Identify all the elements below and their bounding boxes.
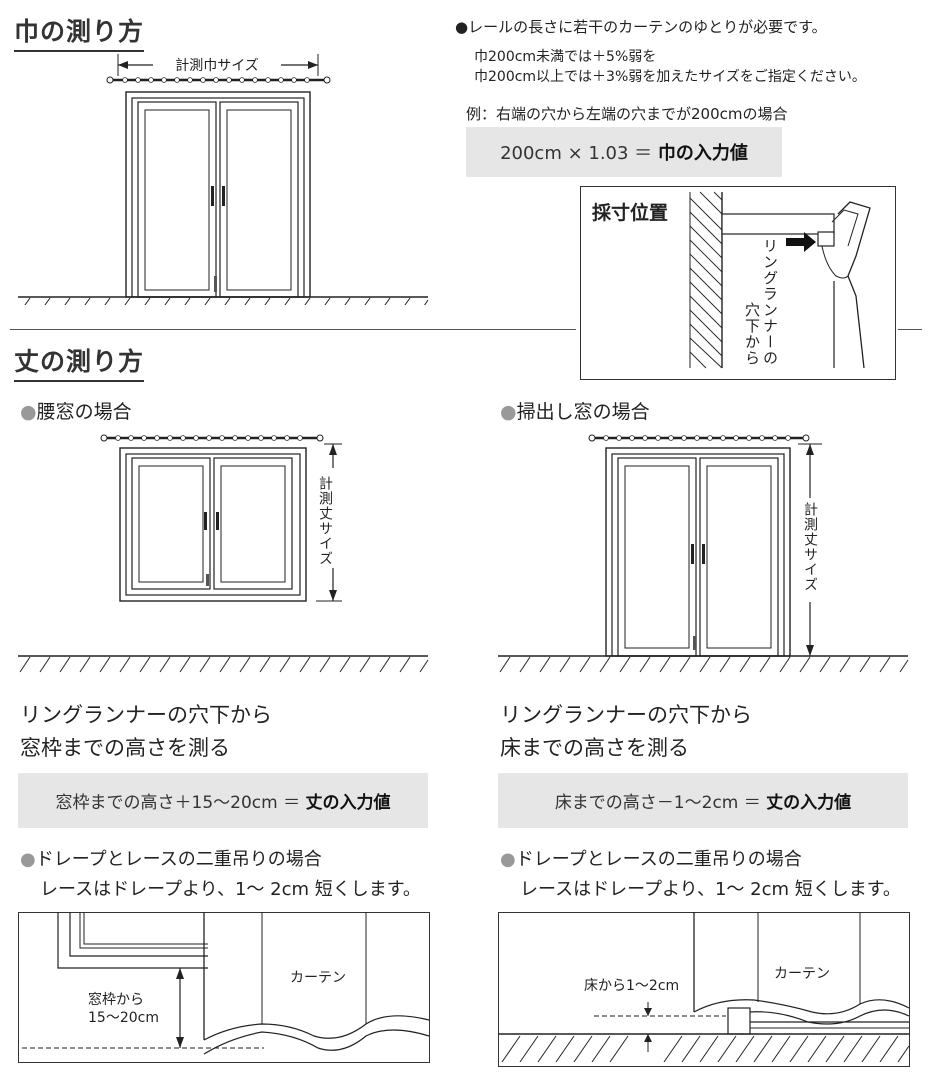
- left-measure-label: 計測丈サイズ: [317, 476, 333, 566]
- height-section-title: 丈の測り方: [14, 342, 145, 382]
- right-formula-expr: 床までの高さ－1〜2cm ＝: [554, 793, 761, 813]
- width-measure-label: 計測巾サイズ: [175, 58, 259, 74]
- right-detail-curtain-label: カーテン: [774, 966, 830, 982]
- width-section-title: 巾の測り方: [14, 12, 145, 52]
- right-detail-label: 床から1〜2cm: [584, 978, 679, 994]
- floor-window-diagram: [498, 434, 909, 673]
- width-example: 例：右端の穴から左端の穴までが200cmの場合: [466, 105, 788, 123]
- width-formula-expr: 200cm × 1.03 ＝: [500, 143, 653, 164]
- left-detail-curtain-label: カーテン: [290, 970, 346, 986]
- left-desc-line1: リングランナーの穴下から: [20, 703, 272, 727]
- section-divider: [10, 329, 576, 330]
- right-measure-label: 計測丈サイズ: [802, 502, 818, 592]
- left-formula-expr: 窓枠までの高さ＋15〜20cm ＝: [55, 793, 301, 813]
- left-formula-result: 丈の入力値: [305, 793, 391, 813]
- left-lace-title: ●ドレープとレースの二重吊りの場合: [20, 849, 322, 870]
- left-subtitle: ●腰窓の場合: [20, 401, 132, 423]
- right-lace-title: ●ドレープとレースの二重吊りの場合: [500, 849, 802, 870]
- inset-label-col1: リングランナーの: [761, 238, 779, 366]
- width-diagram: 計測巾サイズ: [18, 54, 429, 305]
- right-formula-box: 床までの高さ－1〜2cm ＝ 丈の入力値: [498, 773, 908, 828]
- right-desc-line1: リングランナーの穴下から: [500, 703, 752, 727]
- right-formula-result: 丈の入力値: [766, 793, 852, 813]
- left-desc-line2: 窓枠までの高さを測る: [20, 736, 230, 760]
- inset-diagram: [689, 191, 871, 369]
- right-lace-note: レースはドレープより、1〜 2cm 短くします。: [520, 879, 901, 900]
- left-detail-diagram: カーテン 窓枠から 15〜20cm: [18, 912, 430, 1063]
- inset-label-col2: 穴下から: [743, 302, 761, 366]
- width-note-main: ●レールの長さに若干のカーテンのゆとりが必要です。: [455, 18, 827, 36]
- width-formula-result: 巾の入力値: [657, 143, 748, 164]
- right-desc-line2: 床までの高さを測る: [500, 736, 689, 760]
- waist-window-diagram: [18, 434, 429, 673]
- right-subtitle: ●掃出し窓の場合: [500, 401, 650, 423]
- left-lace-note: レースはドレープより、1〜 2cm 短くします。: [40, 879, 421, 900]
- section-divider-right: [898, 329, 922, 330]
- rail-runners: [122, 77, 310, 83]
- left-formula-box: 窓枠までの高さ＋15〜20cm ＝ 丈の入力値: [18, 773, 428, 828]
- left-detail-label1: 窓枠から: [88, 991, 144, 1008]
- left-detail-label2: 15〜20cm: [88, 1010, 159, 1026]
- width-note-line1: 巾200cm未満では＋5%弱を: [474, 49, 657, 65]
- width-note-line2: 巾200cm以上では＋3%弱を加えたサイズをご指定ください。: [474, 69, 866, 85]
- inset-title: 採寸位置: [592, 202, 669, 224]
- right-detail-diagram: カーテン 床から1〜2cm: [498, 912, 910, 1067]
- width-formula-box: 200cm × 1.03 ＝ 巾の入力値: [466, 127, 782, 177]
